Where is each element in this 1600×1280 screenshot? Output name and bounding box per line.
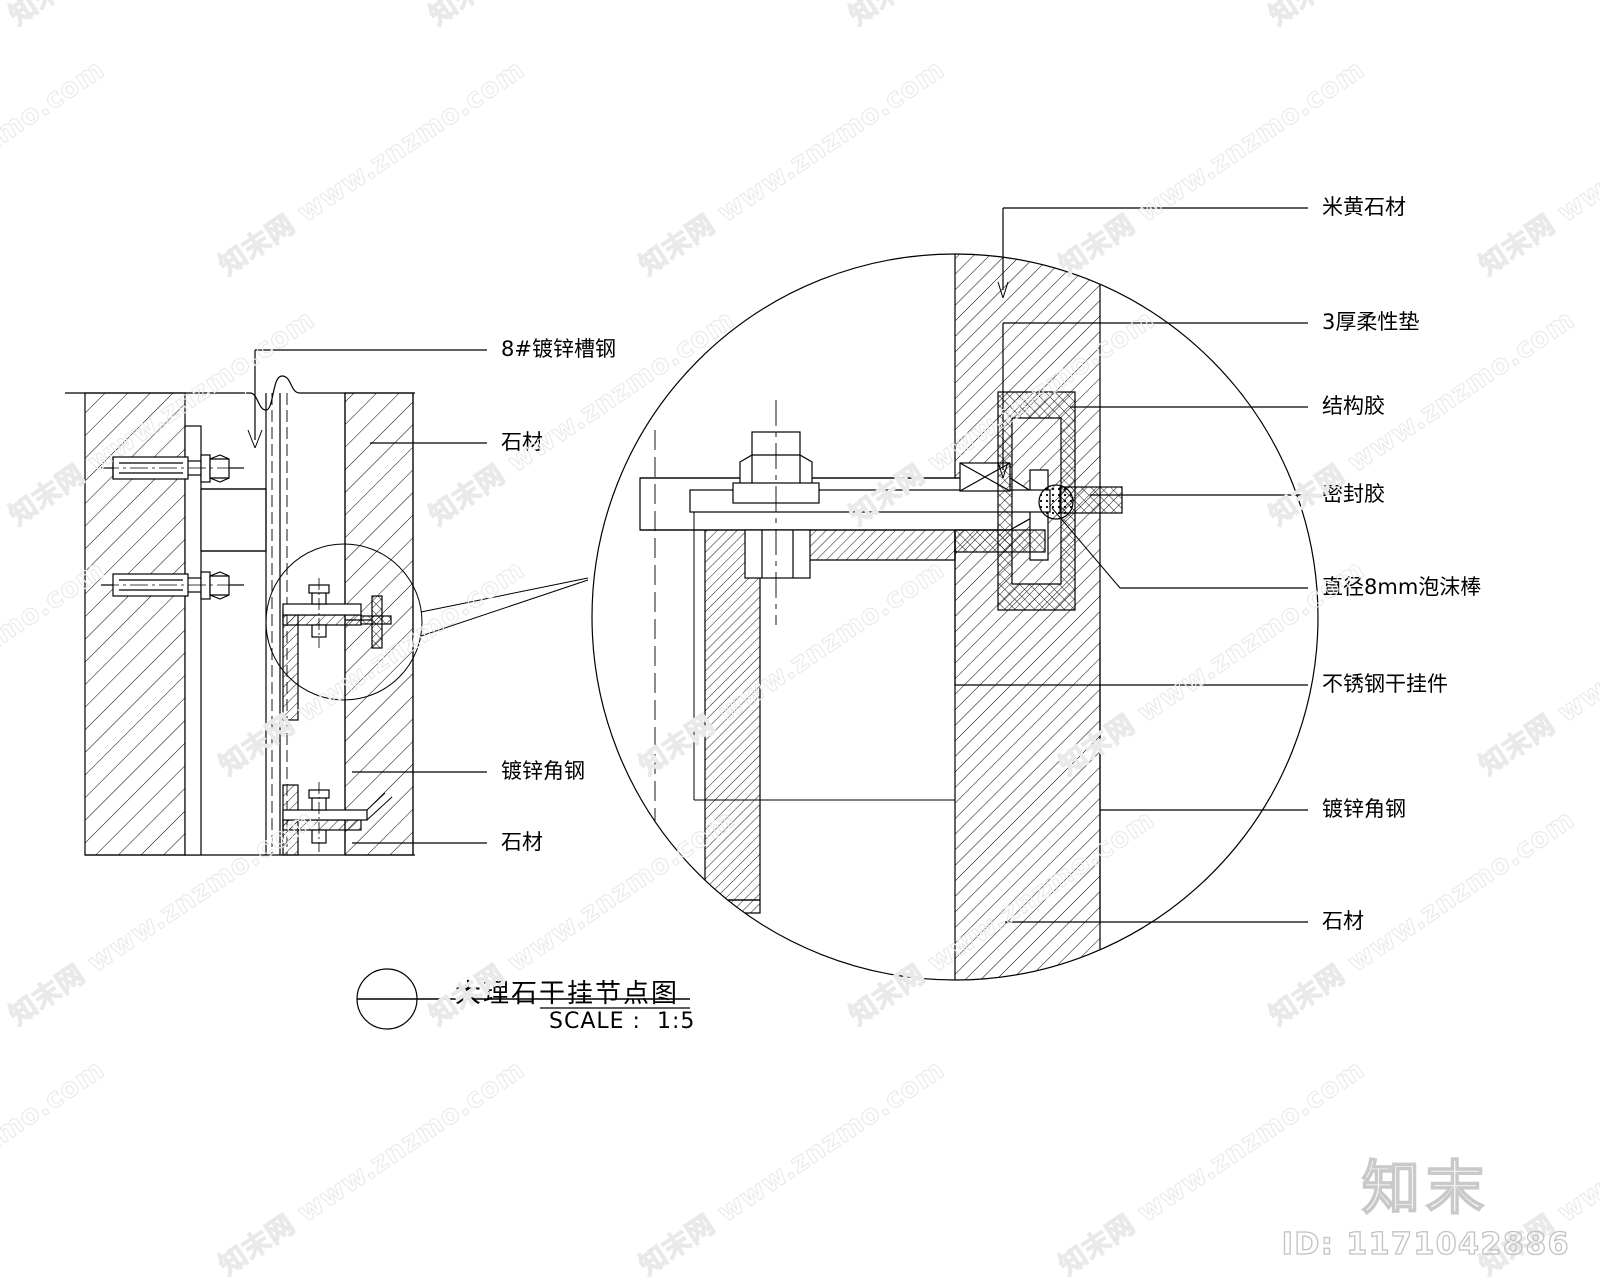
- expansion-bolt-lower: [101, 571, 246, 600]
- detail-callout-circle: [265, 543, 423, 701]
- break-symbol: [249, 375, 301, 411]
- label-angle-steel-detail: 镀锌角钢: [1322, 797, 1406, 821]
- detail-enlargement: [591, 207, 1319, 981]
- brand-block: 知末 ID: 1171042886: [1281, 1154, 1570, 1262]
- lower-bracket-assembly: [282, 782, 393, 856]
- label-stone-upper: 石材: [501, 430, 543, 454]
- beige-stone-slab: [955, 254, 1100, 980]
- callout-leader-lower: [420, 579, 589, 637]
- label-stone-lower: 石材: [501, 830, 543, 854]
- mid-bracket-assembly: [282, 578, 392, 721]
- detail-leaders: [954, 207, 1308, 923]
- structural-glue: [997, 391, 1076, 611]
- label-flexible-pad: 3厚柔性垫: [1322, 310, 1420, 334]
- glue-bed: [954, 529, 1046, 553]
- drawing-id: ID: 1171042886: [1281, 1226, 1570, 1262]
- label-sealant: 密封胶: [1322, 482, 1385, 506]
- bolt-nut-assembly: [732, 400, 820, 625]
- scale-value: 1:5: [657, 1009, 696, 1034]
- label-angle-steel-left: 镀锌角钢: [501, 759, 585, 783]
- foam-rod: [1038, 484, 1074, 520]
- label-channel-steel: 8#镀锌槽钢: [501, 337, 616, 361]
- zhimo-logo: 知末: [1361, 1154, 1490, 1222]
- title-block: [356, 968, 690, 1030]
- left-section-view: [65, 349, 589, 856]
- scale-label: SCALE :: [549, 1009, 641, 1034]
- label-ss-dry-hanger: 不锈钢干挂件: [1322, 672, 1448, 696]
- expansion-bolt-upper: [101, 454, 246, 483]
- label-beige-stone: 米黄石材: [1322, 195, 1406, 219]
- label-structural-glue: 结构胶: [1322, 394, 1385, 418]
- galvanized-channel-steel: [200, 488, 267, 552]
- label-foam-rod: 直径8mm泡沫棒: [1322, 575, 1482, 599]
- galvanized-angle-steel-detail: [704, 512, 956, 914]
- drawing-title: 大理石干挂节点图: [455, 979, 680, 1009]
- wall-embedded-plate: [184, 425, 202, 856]
- left-view-leaders: [247, 349, 487, 844]
- detail-circle-boundary: [591, 253, 1319, 981]
- callout-leader-upper: [420, 577, 589, 613]
- label-stone-detail: 石材: [1322, 909, 1364, 933]
